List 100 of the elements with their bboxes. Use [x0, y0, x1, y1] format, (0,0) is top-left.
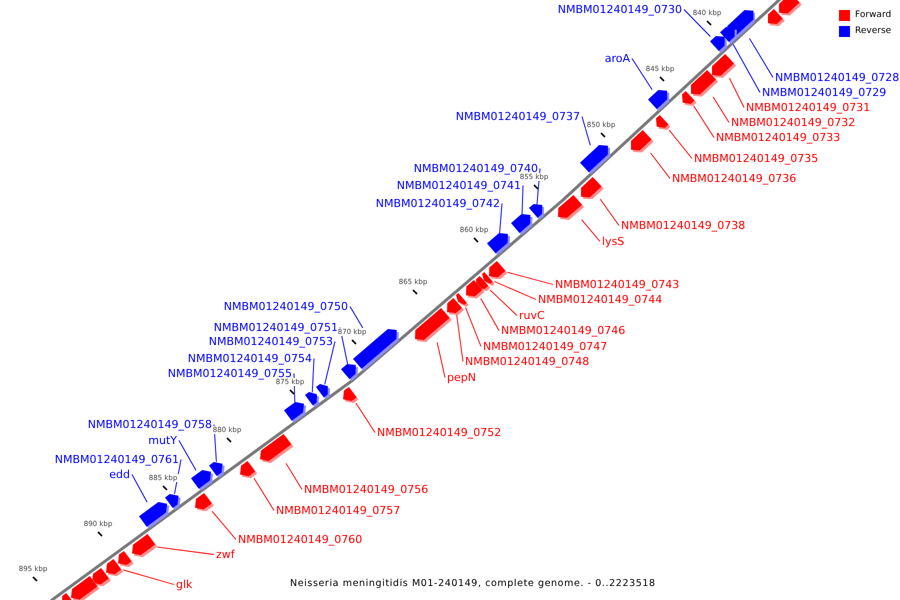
- gene-feature: [316, 384, 330, 400]
- gene-feature: [779, 0, 802, 16]
- leader-line: [499, 203, 502, 234]
- leader-line: [693, 105, 714, 138]
- gene-label: NMBM01240149_0737: [456, 110, 580, 123]
- gene-feature: [132, 534, 158, 558]
- leader-line: [350, 306, 364, 330]
- gene-label: NMBM01240149_0735: [694, 152, 818, 165]
- gene-label: NMBM01240149_0752: [377, 426, 502, 439]
- gene-feature: [342, 386, 358, 403]
- gene-feature: [488, 260, 508, 280]
- gene-feature: [260, 434, 294, 464]
- leader-line: [748, 38, 774, 78]
- gene-feature: [648, 90, 670, 111]
- leader-line: [600, 198, 620, 226]
- gene-feature: [71, 576, 100, 600]
- gene-feature: [118, 550, 134, 567]
- gene-feature: [415, 308, 452, 342]
- leader-line: [132, 474, 148, 503]
- gene-label: lysS: [602, 235, 624, 248]
- gene-feature: [106, 558, 124, 576]
- gene-label: NMBM01240149_0753: [208, 335, 333, 348]
- gene-feature: [558, 194, 584, 220]
- leader-line: [324, 341, 336, 385]
- gene-feature: [682, 90, 696, 106]
- leader-line: [506, 272, 554, 285]
- gene-label: NMBM01240149_0755: [168, 367, 292, 380]
- gene-label: NMBM01240149_0729: [762, 86, 886, 99]
- leader-line: [355, 402, 376, 433]
- leader-line: [581, 219, 600, 242]
- gene-feature: [710, 36, 728, 54]
- gene-label: NMBM01240149_0756: [304, 483, 428, 496]
- gene-feature: [190, 470, 213, 492]
- gene-feature: [580, 145, 610, 174]
- gene-label: NMBM01240149_0757: [276, 504, 400, 517]
- gene-label: NMBM01240149_0732: [731, 116, 856, 129]
- gene-feature: [768, 8, 785, 26]
- gene-feature: [340, 364, 358, 382]
- leader-line: [436, 342, 446, 378]
- gene-feature: [487, 233, 510, 256]
- caption: Neisseria meningitidis M01-240149, complete genome. - 0..2223518: [290, 578, 656, 589]
- gene-label: NMBM01240149_0731: [746, 101, 870, 114]
- gene-label: NMBM01240149_0758: [88, 418, 212, 431]
- leader-line: [522, 185, 524, 215]
- leader-line: [122, 569, 174, 585]
- gene-feature: [656, 114, 670, 130]
- gene-feature: [139, 502, 170, 529]
- leader-line: [712, 96, 730, 123]
- legend-label: Reverse: [855, 25, 892, 37]
- gene-label: NMBM01240149_0743: [555, 278, 680, 291]
- gene-label: NMBM01240149_0741: [396, 179, 521, 192]
- leader-line: [456, 314, 464, 362]
- gene-label: NMBM01240149_0728: [775, 71, 900, 84]
- gene-label: pepN: [447, 371, 476, 384]
- leader-line: [729, 78, 744, 108]
- leader-line: [490, 289, 518, 316]
- gene-feature: [92, 568, 112, 586]
- leader-line: [668, 129, 692, 159]
- gene-label: NMBM01240149_0750: [224, 300, 348, 313]
- leader-line: [465, 306, 482, 347]
- legend-label: Forward: [855, 9, 892, 21]
- gene-feature: [712, 54, 736, 78]
- leader-line: [286, 462, 302, 490]
- gene-label: NMBM01240149_0748: [465, 355, 590, 368]
- gene-label: NMBM01240149_0744: [538, 293, 662, 306]
- gene-label: NMBM01240149_0761: [54, 453, 179, 466]
- gene-label: aroA: [604, 52, 630, 65]
- leader-line: [632, 58, 653, 90]
- leader-line: [212, 510, 236, 540]
- gene-label: NMBM01240149_0740: [414, 162, 538, 175]
- leader-line: [480, 298, 500, 331]
- gene-feature: [304, 392, 319, 408]
- gene-label: NMBM01240149_0751: [214, 321, 338, 334]
- gene-label: ruvC: [519, 309, 545, 322]
- gene-label: NMBM01240149_0733: [716, 131, 840, 144]
- gene-feature: [528, 204, 544, 220]
- gene-feature: [511, 214, 533, 236]
- leader-line: [254, 478, 274, 511]
- leader-line: [684, 9, 711, 37]
- leader-line: [494, 281, 536, 300]
- gene-label: NMBM01240149_0738: [621, 219, 746, 232]
- gene-label: glk: [176, 578, 192, 591]
- gene-feature: [630, 130, 654, 153]
- leader-line: [732, 44, 760, 93]
- gene-feature: [691, 70, 718, 97]
- leader-line: [650, 152, 670, 179]
- gene-label: NMBM01240149_0730: [558, 3, 682, 16]
- gene-label: NMBM01240149_0742: [376, 197, 500, 210]
- gene-feature: [580, 176, 604, 200]
- gene-label: NMBM01240149_0754: [188, 352, 312, 365]
- gene-label: zwf: [216, 548, 235, 561]
- gene-label: NMBM01240149_0746: [501, 324, 626, 337]
- leader-line: [582, 116, 591, 146]
- gene-feature: [194, 492, 214, 512]
- gene-label: NMBM01240149_0760: [238, 533, 362, 546]
- leader-line: [156, 546, 214, 555]
- leader-line: [312, 358, 314, 393]
- leader-line: [178, 440, 196, 471]
- gene-feature: [284, 402, 306, 424]
- gene-feature: [240, 460, 258, 478]
